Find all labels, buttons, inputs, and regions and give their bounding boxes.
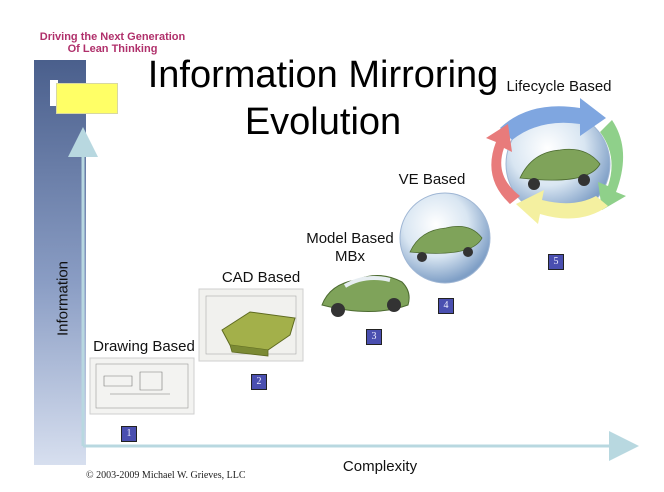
cad-thumbnail	[198, 288, 304, 362]
y-axis-label: Information	[54, 260, 72, 337]
cycle-arrows	[486, 98, 626, 224]
slide-title: Information Mirroring Evolution	[147, 54, 499, 143]
stage-label-model: Model Based MBx	[306, 230, 394, 265]
car-model-icon	[321, 275, 410, 317]
arrow-left	[486, 124, 520, 204]
stage-label-drawing: Drawing Based	[93, 338, 195, 355]
stage-label-ve: VE Based	[398, 171, 466, 188]
yellow-highlight-box	[56, 83, 118, 114]
lifecycle-globe-icon	[505, 111, 611, 217]
copyright-notice: © 2003-2009 Michael W. Grieves, LLC	[86, 470, 246, 481]
stage-number-badge-2: 2	[251, 374, 267, 390]
arrow-bottom	[516, 190, 608, 224]
drawing-thumbnail	[89, 357, 195, 415]
stage-label-lifecycle: Lifecycle Based	[506, 78, 612, 95]
stage-number-badge-4: 4	[438, 298, 454, 314]
arrow-top	[500, 98, 606, 140]
stage-label-cad: CAD Based	[221, 269, 301, 286]
stage-number-badge-5: 5	[548, 254, 564, 270]
stage-number-badge-3: 3	[366, 329, 382, 345]
stage-number-badge-1: 1	[121, 426, 137, 442]
x-axis-label: Complexity	[342, 458, 418, 475]
tagline: Driving the Next Generation Of Lean Thin…	[39, 31, 186, 55]
arrow-right	[598, 120, 626, 210]
ve-globe-icon	[399, 192, 491, 284]
sidebar-tab	[50, 80, 58, 106]
